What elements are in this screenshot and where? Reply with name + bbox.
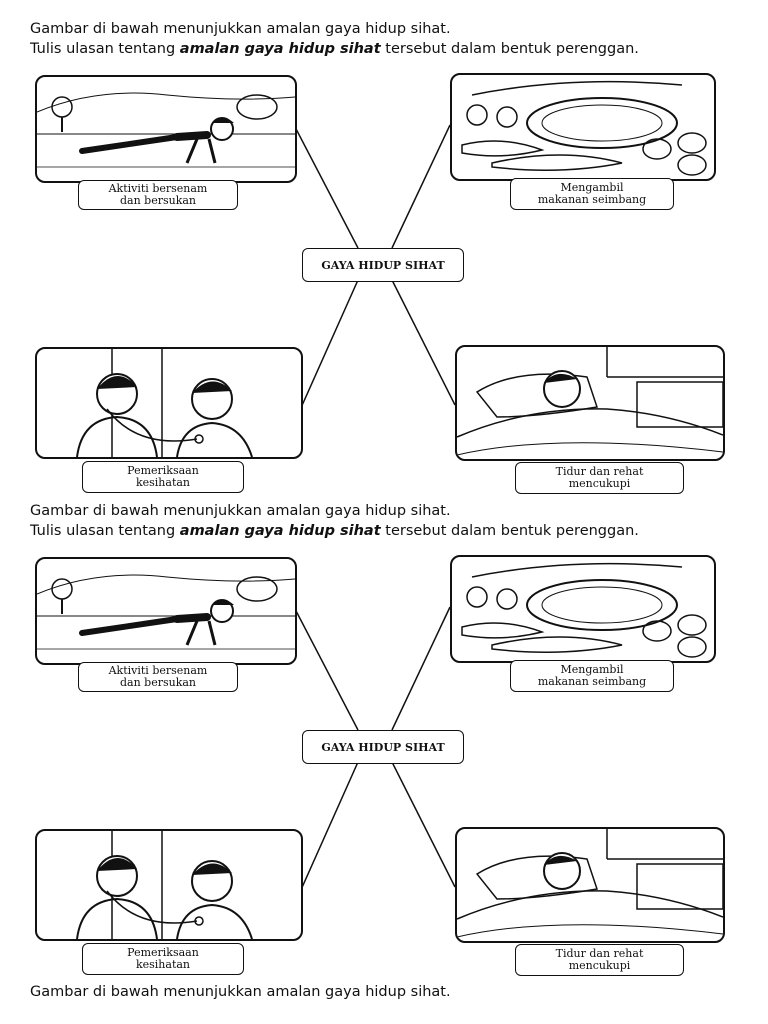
exercise-label-line2: dan bersukan [79,677,237,689]
center-topic-box: GAYA HIDUP SIHAT [302,730,464,764]
checkup-label-line2: kesihatan [83,959,243,971]
food-label-line2: makanan seimbang [511,194,673,206]
food-panel [450,555,716,663]
food-label: Mengambil makanan seimbang [510,660,674,692]
checkup-label: Pemeriksaan kesihatan [82,943,244,975]
balanced-food-icon [452,557,714,661]
food-label: Mengambil makanan seimbang [510,178,674,210]
exercise-label: Aktiviti bersenam dan bersukan [78,180,238,210]
exercise-label-line2: dan bersukan [79,195,237,207]
sleeping-boy-icon [457,829,723,941]
sleep-panel [455,827,725,943]
instruction-emphasis: amalan gaya hidup sihat [180,41,381,57]
checkup-panel [35,829,303,941]
exercise-panel [35,75,297,183]
instruction-prefix: Tulis ulasan tentang [30,41,180,57]
instruction-prefix: Tulis ulasan tentang [30,523,180,539]
sleep-panel [455,345,725,461]
instruction-line-2-repeat: Tulis ulasan tentang amalan gaya hidup s… [30,522,639,540]
instruction-line-2: Tulis ulasan tentang amalan gaya hidup s… [30,40,639,58]
checkup-panel [35,347,303,459]
healthy-lifestyle-diagram: Aktiviti bersenam dan bersukan Mengambil… [0,70,768,510]
instruction-suffix: tersebut dalam bentuk perenggan. [381,523,639,539]
instruction-suffix: tersebut dalam bentuk perenggan. [381,41,639,57]
instruction-line-1-third: Gambar di bawah menunjukkan amalan gaya … [30,983,451,1001]
exercise-pushup-icon [37,77,295,181]
instruction-line-1-repeat: Gambar di bawah menunjukkan amalan gaya … [30,502,451,520]
center-topic-box: GAYA HIDUP SIHAT [302,248,464,282]
sleep-label: Tidur dan rehat mencukupi [515,462,684,494]
instruction-line-1: Gambar di bawah menunjukkan amalan gaya … [30,20,451,38]
doctor-checkup-icon [37,349,301,457]
sleeping-boy-icon [457,347,723,459]
instruction-emphasis: amalan gaya hidup sihat [180,523,381,539]
sleep-label-line2: mencukupi [516,960,683,972]
food-label-line2: makanan seimbang [511,676,673,688]
checkup-label: Pemeriksaan kesihatan [82,461,244,493]
exercise-label: Aktiviti bersenam dan bersukan [78,662,238,692]
sleep-label: Tidur dan rehat mencukupi [515,944,684,976]
exercise-panel [35,557,297,665]
balanced-food-icon [452,75,714,179]
healthy-lifestyle-diagram-repeat: Aktiviti bersenam dan bersukan Mengambil… [0,552,768,992]
exercise-pushup-icon [37,559,295,663]
sleep-label-line2: mencukupi [516,478,683,490]
checkup-label-line2: kesihatan [83,477,243,489]
doctor-checkup-icon [37,831,301,939]
food-panel [450,73,716,181]
